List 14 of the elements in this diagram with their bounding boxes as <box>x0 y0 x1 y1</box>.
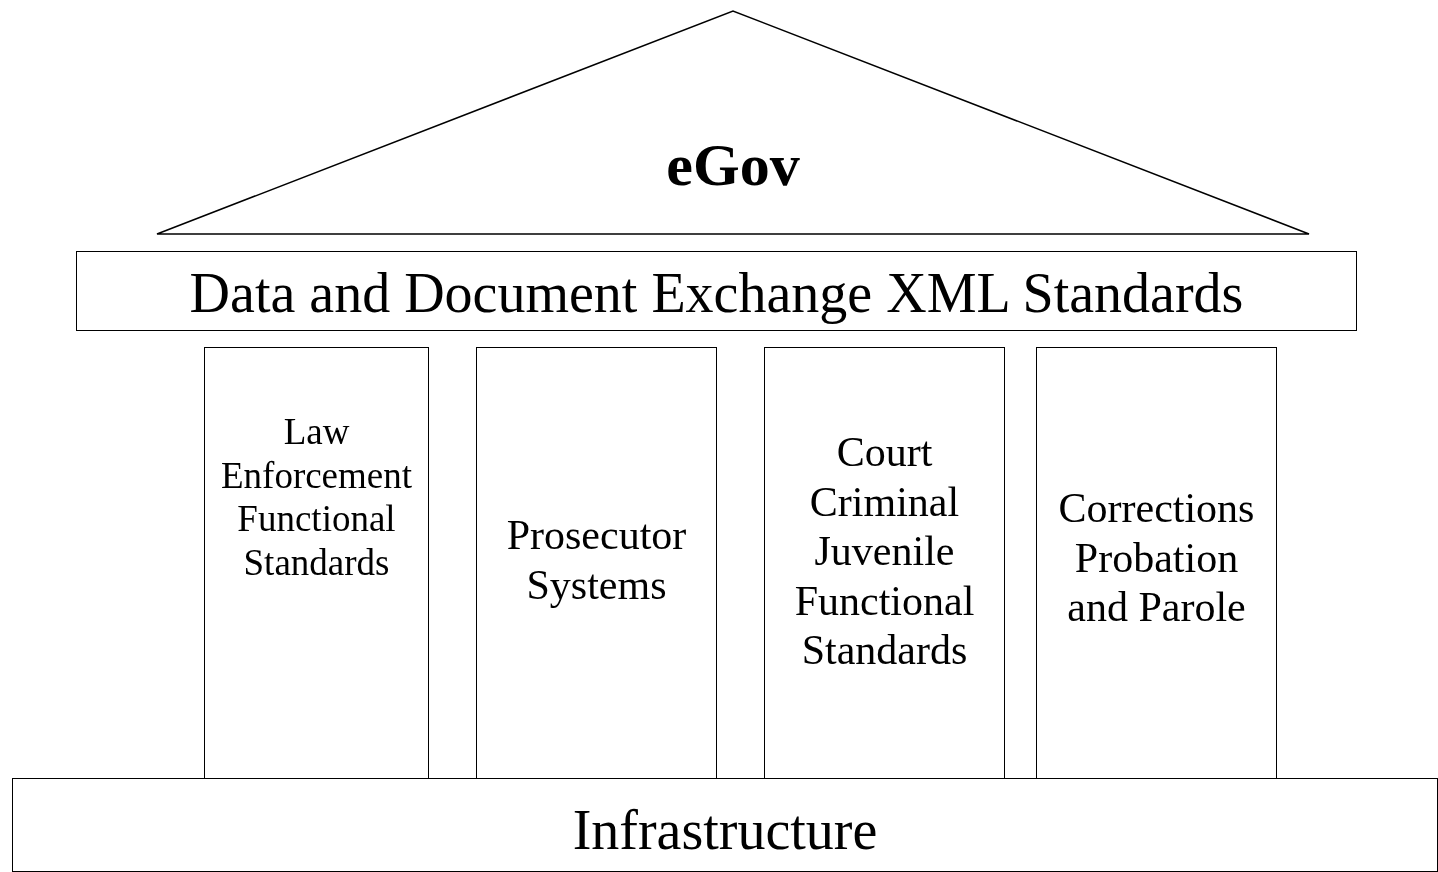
node-label: Law Enforcement Functional Standards <box>219 410 414 585</box>
node-label: Infrastructure <box>572 798 878 863</box>
foundation-box <box>12 778 1438 872</box>
roof-triangle <box>156 10 1310 236</box>
beam-box <box>76 251 1357 331</box>
node-label: Corrections Probation and Parole <box>1057 484 1256 633</box>
node-label: Data and Document Exchange XML Standards <box>189 261 1244 326</box>
node-label: eGov <box>666 131 800 200</box>
pillar-box <box>476 347 717 779</box>
node-label: Prosecutor Systems <box>505 511 688 610</box>
pillar-box <box>764 347 1005 779</box>
pillar-box <box>1036 347 1277 779</box>
pillar-box <box>204 347 429 779</box>
node-label: Court Criminal Juvenile Functional Standards <box>793 428 976 676</box>
